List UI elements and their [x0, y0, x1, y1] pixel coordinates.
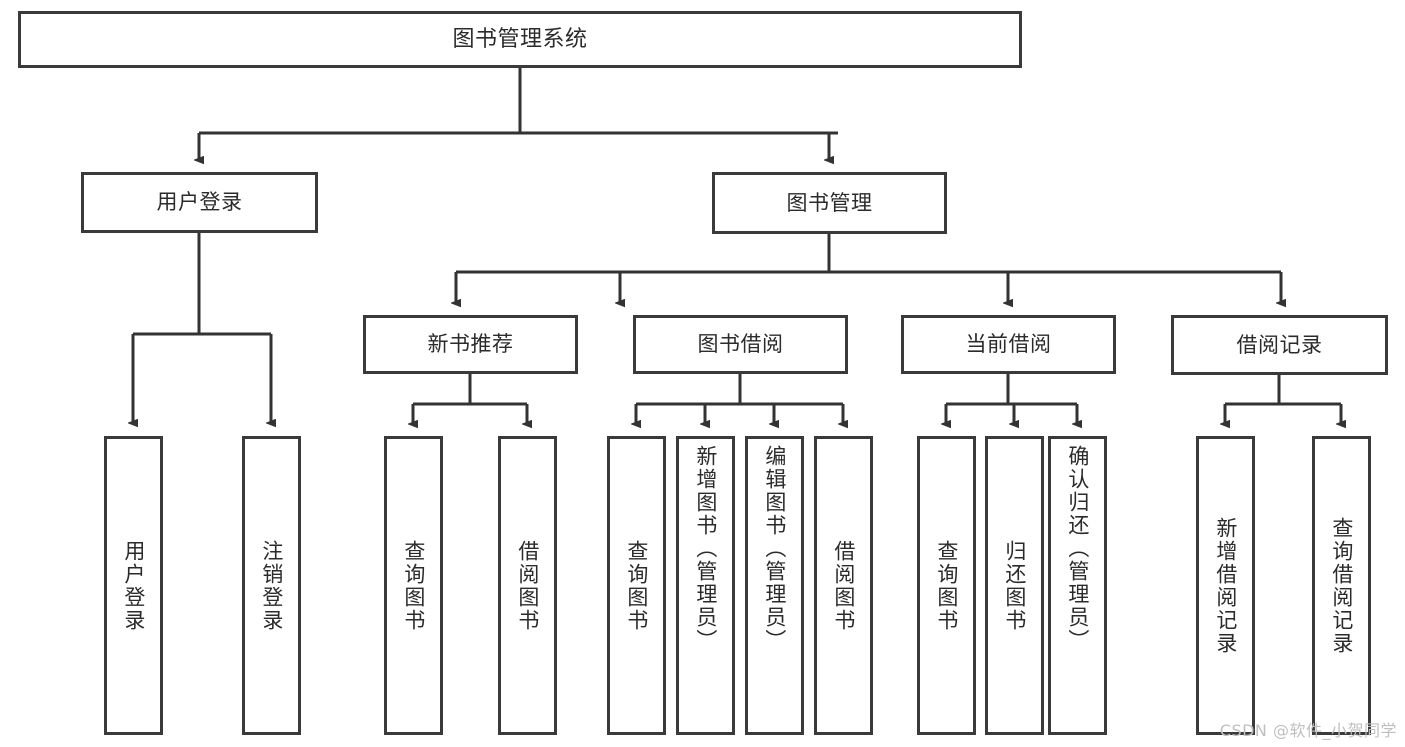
- node-current-borrow[interactable]: 当前借阅: [901, 315, 1116, 374]
- node-borrow-record[interactable]: 借阅记录: [1171, 315, 1388, 375]
- leaf-current-return-book[interactable]: 归还图书: [985, 436, 1044, 735]
- node-label: 借阅记录: [1236, 332, 1323, 357]
- node-label: 查询图书: [624, 539, 649, 632]
- node-label: 查询图书: [934, 539, 959, 632]
- leaf-borrow-borrow-book[interactable]: 借阅图书: [814, 436, 873, 735]
- leaf-borrow-add-book-admin[interactable]: 新增图书（管理员）: [676, 436, 735, 735]
- leaf-recommend-borrow-book[interactable]: 借阅图书: [498, 436, 557, 735]
- node-label: 编辑图书（管理员）: [762, 445, 787, 652]
- leaf-record-query-record[interactable]: 查询借阅记录: [1312, 436, 1371, 735]
- node-label: 图书管理: [786, 190, 873, 215]
- node-new-book-recommend[interactable]: 新书推荐: [363, 315, 578, 374]
- leaf-user-login[interactable]: 用户登录: [104, 436, 163, 735]
- node-label: 图书借阅: [697, 332, 784, 356]
- node-label: 用户登录: [156, 190, 243, 214]
- leaf-borrow-query-book[interactable]: 查询图书: [607, 436, 666, 735]
- node-label: 查询图书: [401, 539, 426, 632]
- node-label: 确认归还（管理员）: [1065, 445, 1090, 652]
- node-root-system[interactable]: 图书管理系统: [18, 11, 1022, 68]
- node-label: 新书推荐: [427, 332, 514, 356]
- node-label: 当前借阅: [965, 332, 1052, 356]
- node-user-login[interactable]: 用户登录: [81, 172, 318, 233]
- node-label: 查询借阅记录: [1329, 516, 1354, 655]
- node-label: 借阅图书: [831, 539, 856, 632]
- node-label: 用户登录: [121, 539, 146, 632]
- leaf-recommend-query-book[interactable]: 查询图书: [384, 436, 443, 735]
- node-label: 新增借阅记录: [1213, 516, 1238, 655]
- node-label: 图书管理系统: [452, 26, 588, 52]
- node-label: 借阅图书: [515, 539, 540, 632]
- node-label: 注销登录: [259, 539, 284, 632]
- leaf-record-add-record[interactable]: 新增借阅记录: [1196, 436, 1255, 735]
- node-label: 新增图书（管理员）: [693, 445, 718, 652]
- leaf-user-logout[interactable]: 注销登录: [242, 436, 301, 735]
- node-label: 归还图书: [1002, 539, 1027, 632]
- leaf-current-query-book[interactable]: 查询图书: [917, 436, 976, 735]
- node-book-management[interactable]: 图书管理: [712, 172, 947, 234]
- watermark-text: CSDN @软件_小贺同学: [1219, 721, 1397, 740]
- leaf-borrow-edit-book-admin[interactable]: 编辑图书（管理员）: [745, 436, 804, 735]
- node-book-borrow[interactable]: 图书借阅: [633, 315, 848, 374]
- leaf-current-confirm-return-admin[interactable]: 确认归还（管理员）: [1048, 436, 1107, 735]
